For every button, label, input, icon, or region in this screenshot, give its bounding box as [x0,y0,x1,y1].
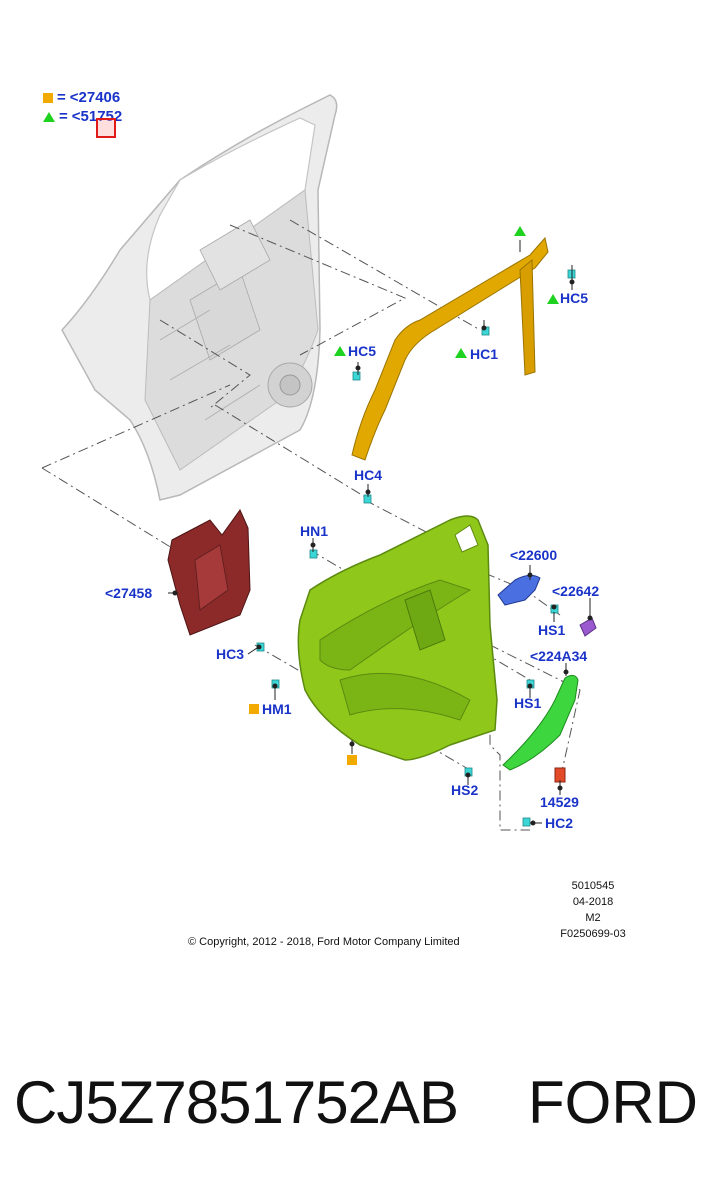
legend-code: <27406 [69,89,121,106]
callout-hc4[interactable]: HC4 [354,467,383,483]
callout-hm1[interactable]: HM1 [262,701,292,717]
meta-id: 5010545 [571,880,615,892]
callout-hc5-right[interactable]: HC5 [560,290,589,306]
legend-equals: = [57,89,66,106]
callout-hc2[interactable]: HC2 [545,815,574,831]
exploded-door-diagram [41,94,597,831]
selection-highlight[interactable] [96,118,116,138]
callout-22642[interactable]: <22642 [552,583,600,599]
callout-22600[interactable]: <22600 [510,547,558,563]
part-number-caption: CJ5Z7851752AB [14,1069,459,1136]
callout-hs2[interactable]: HS2 [451,782,479,798]
callout-hs1-top[interactable]: HS1 [538,622,566,638]
watershield-panel [167,509,251,636]
meta-date: 04-2018 [572,896,614,908]
diagram-markers [249,226,559,765]
door-inner-panel [61,94,338,501]
legend-row-green: = <51752 [43,108,122,125]
callout-224a34[interactable]: <224A34 [530,648,588,664]
legend-code: <51752 [71,108,123,125]
callout-hs1-mid[interactable]: HS1 [514,695,542,711]
door-trim-panel [297,515,498,761]
legend-row-orange: = <27406 [43,89,120,106]
green-triangle-icon [43,111,55,122]
orange-square-icon [43,92,53,103]
callout-27458[interactable]: <27458 [105,585,153,601]
switch-plate [579,617,597,637]
copyright-notice: © Copyright, 2012 - 2018, Ford Motor Com… [188,936,460,948]
callout-hc1[interactable]: HC1 [470,346,499,362]
brand-caption: FORD [528,1069,698,1136]
callout-hc3[interactable]: HC3 [216,646,245,662]
callout-pointers [168,240,593,826]
meta-figure: F0250699-03 [560,928,626,940]
handle-bezel [497,574,541,606]
armrest-bar [502,674,579,771]
legend-equals: = [59,108,68,125]
callout-14529[interactable]: 14529 [540,794,579,810]
callout-hn1[interactable]: HN1 [300,523,329,539]
fastener-14529 [554,767,566,783]
meta-rev: M2 [585,912,601,924]
weatherstrip-seal [351,236,549,461]
callout-hc5-left[interactable]: HC5 [348,343,377,359]
